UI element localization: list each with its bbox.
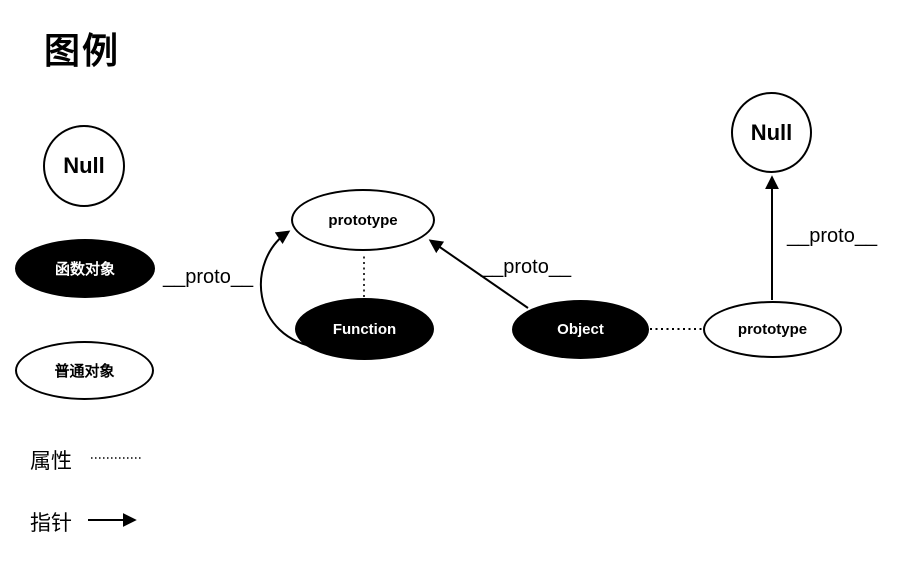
- legend-plain-object-node: 普通对象: [15, 341, 154, 400]
- function-node: Function: [295, 298, 434, 360]
- proto-label-function: __proto__: [163, 266, 254, 288]
- legend-pointer-label: 指针: [30, 512, 72, 535]
- legend-property-label: 属性: [30, 450, 72, 473]
- prototype-right-node: prototype: [703, 301, 842, 358]
- legend-null-node: Null: [43, 125, 125, 207]
- legend-function-object-node: 函数对象: [15, 239, 155, 298]
- legend-title: 图例: [44, 30, 121, 71]
- prototype-center-node: prototype: [291, 189, 435, 251]
- arrow-function-to-prototype: [259, 230, 321, 349]
- arrow-object-to-prototype: [428, 239, 529, 309]
- object-node: Object: [512, 300, 649, 359]
- proto-label-prototype: __proto__: [787, 225, 878, 247]
- null-top-node: Null: [731, 92, 812, 173]
- proto-label-object: __proto__: [481, 256, 572, 278]
